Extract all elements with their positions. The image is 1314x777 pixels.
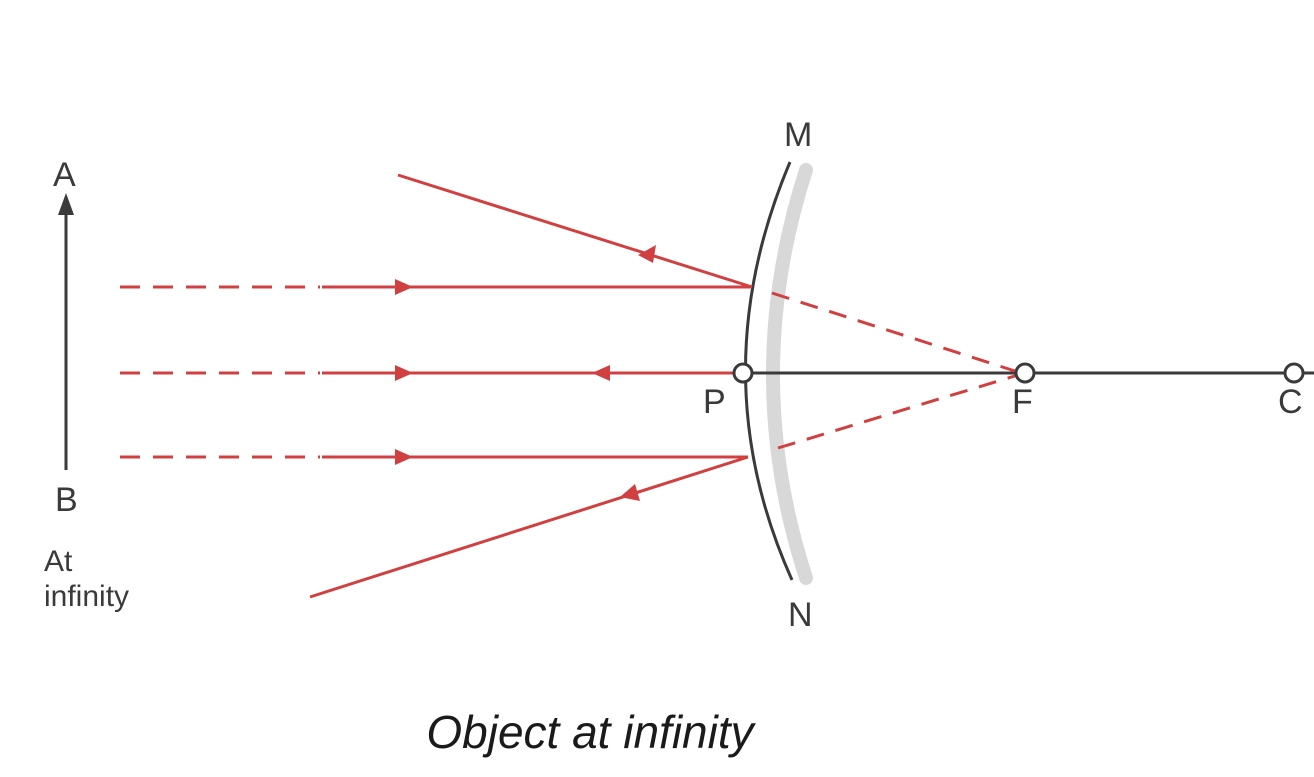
object-arrow bbox=[58, 193, 74, 470]
label-at-infinity: At infinity bbox=[44, 545, 130, 613]
label-c: C bbox=[1278, 383, 1303, 421]
virtual-extensions bbox=[771, 291, 1019, 450]
reflected-arrowheads bbox=[592, 245, 656, 501]
reflected-rays bbox=[309, 173, 753, 599]
label-f: F bbox=[1012, 383, 1033, 421]
incident-arrowheads bbox=[395, 279, 413, 465]
label-p: P bbox=[703, 383, 726, 421]
incident-rays-solid bbox=[322, 285, 752, 459]
label-n: N bbox=[788, 596, 813, 634]
label-a: A bbox=[53, 156, 76, 194]
focus-marker bbox=[1014, 362, 1036, 384]
pole-marker bbox=[732, 362, 754, 384]
label-m: M bbox=[784, 116, 813, 154]
label-b: B bbox=[55, 481, 78, 519]
centre-marker bbox=[1283, 362, 1305, 384]
diagram-caption: Object at infinity bbox=[426, 706, 754, 758]
incident-rays-dashed bbox=[120, 285, 320, 459]
